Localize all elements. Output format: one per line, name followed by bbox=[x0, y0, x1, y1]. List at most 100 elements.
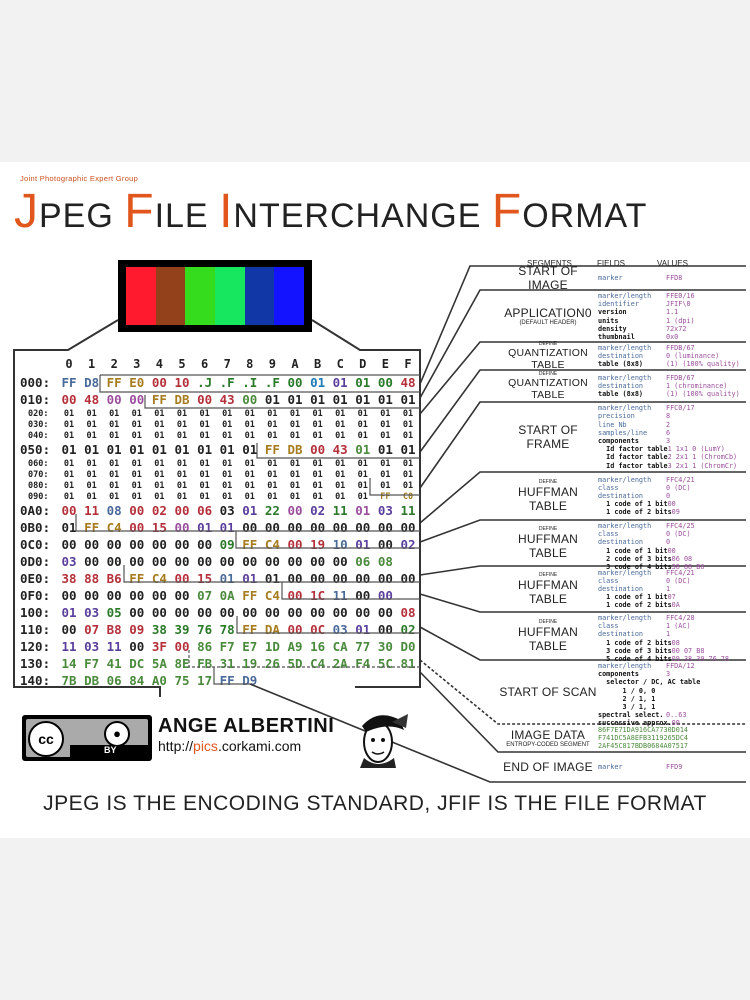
field-name: density bbox=[598, 324, 627, 333]
hex-byte: 00 bbox=[264, 605, 280, 620]
hex-byte: DB bbox=[287, 442, 303, 457]
hex-byte: 01 bbox=[199, 459, 210, 469]
hex-byte: 01 bbox=[335, 481, 346, 491]
hex-byte: 01 bbox=[400, 442, 416, 457]
hex-byte: 03 bbox=[219, 503, 235, 518]
field-name: 1 code of 2 bits bbox=[598, 508, 672, 517]
hex-byte: 01 bbox=[402, 459, 414, 469]
hex-byte: 38 bbox=[151, 622, 167, 637]
hex-byte: 01 bbox=[176, 492, 188, 502]
hex-byte: 00 bbox=[287, 375, 303, 390]
field-value: 0A bbox=[671, 601, 680, 610]
hex-byte: 38 bbox=[61, 571, 77, 586]
field-row: 1 code of 2 bits08 bbox=[598, 639, 729, 647]
hex-byte: 11 bbox=[61, 639, 77, 654]
hex-byte: 01 bbox=[86, 470, 97, 480]
hex-byte: 01 bbox=[199, 470, 210, 480]
title-part: PEG bbox=[39, 197, 125, 235]
hex-byte: B6 bbox=[106, 571, 122, 586]
field-row: 2 / 1, 1 bbox=[598, 695, 700, 703]
hex-byte: 00 bbox=[310, 554, 326, 569]
hex-byte: 09 bbox=[219, 537, 235, 552]
hex-byte: 01 bbox=[355, 442, 371, 457]
field-name: version bbox=[598, 308, 627, 317]
hex-byte: 01 bbox=[289, 481, 301, 491]
field-row: Id factor table3 2x1 1 (ChromCr) bbox=[598, 462, 737, 470]
field-value: 2 2x1 1 (ChromCb) bbox=[667, 453, 738, 462]
hex-byte: 01 bbox=[154, 409, 165, 419]
field-row: 1 code of 1 bit00 bbox=[598, 500, 695, 508]
hex-byte: 01 bbox=[335, 431, 346, 441]
hex-byte: 01 bbox=[357, 492, 368, 502]
hex-offset: 050: bbox=[20, 442, 51, 457]
hex-byte: 01 bbox=[176, 481, 188, 491]
hex-byte: 01 bbox=[86, 409, 97, 419]
field-row: F741DC5A8EFB3119265DC4 bbox=[598, 734, 688, 742]
field-name: spectral select. bbox=[598, 711, 664, 720]
hex-column-label: 9 bbox=[268, 357, 276, 371]
hex-byte: 01 bbox=[109, 409, 120, 419]
connector-lines bbox=[13, 319, 421, 697]
field-name: 1 code of 1 bit bbox=[598, 500, 668, 509]
hex-byte: 00 bbox=[151, 554, 167, 569]
hex-byte: 78 bbox=[219, 622, 235, 637]
field-value: JFIF\0 bbox=[666, 300, 691, 309]
field-name: marker/length bbox=[598, 568, 652, 577]
hex-byte: 01 bbox=[222, 470, 233, 480]
hex-byte: 01 bbox=[222, 431, 233, 441]
hex-byte: A0 bbox=[151, 673, 167, 688]
hex-byte: 01 bbox=[244, 481, 255, 491]
author-url[interactable]: http://pics.corkami.com bbox=[158, 738, 302, 754]
bottom-caption: JPEG IS THE ENCODING STANDARD, JFIF IS T… bbox=[43, 792, 707, 815]
hex-byte: 14 bbox=[61, 656, 77, 671]
hex-byte: 10 bbox=[174, 375, 190, 390]
hex-offset: 010: bbox=[20, 392, 51, 407]
field-value: FFDB/67 bbox=[666, 373, 695, 382]
hex-byte: 00 bbox=[287, 503, 303, 518]
hex-column-label: 1 bbox=[87, 357, 96, 371]
jfif-poster: Joint Photographic Expert Group JPEG FIL… bbox=[0, 162, 750, 838]
hex-byte: 01 bbox=[287, 392, 303, 407]
hex-byte: 03 bbox=[377, 503, 393, 518]
field-value: 6 bbox=[666, 428, 671, 437]
hex-byte: 01 bbox=[199, 431, 210, 441]
hex-byte: 00 bbox=[151, 537, 167, 552]
cc-icon: cc bbox=[28, 721, 64, 757]
hex-byte: 08 bbox=[377, 554, 393, 569]
hex-column-label: D bbox=[359, 357, 367, 371]
hex-byte: 00 bbox=[106, 554, 122, 569]
segment-name: IMAGE DATA bbox=[510, 728, 586, 742]
poster-subtitle: Joint Photographic Expert Group bbox=[20, 174, 139, 183]
hex-byte: 00 bbox=[174, 537, 190, 552]
field-value: 0 bbox=[666, 491, 671, 500]
hex-byte: 01 bbox=[129, 442, 145, 457]
field-name: 2 / 1, 1 bbox=[598, 694, 656, 703]
hex-byte: 3F bbox=[151, 639, 167, 654]
segment-label: APPLICATION0(DEFAULT HEADER) bbox=[498, 290, 598, 342]
hex-byte: 00 bbox=[197, 392, 213, 407]
field-row: 2 code of 3 bits06 08 bbox=[598, 555, 704, 563]
hex-byte: 00 bbox=[174, 639, 190, 654]
hex-byte: 01 bbox=[402, 409, 414, 419]
field-name: marker/length bbox=[598, 662, 652, 670]
field-name: table (8x8) bbox=[598, 360, 644, 369]
hex-byte: FF bbox=[61, 375, 77, 390]
hex-byte: 01 bbox=[176, 431, 188, 441]
field-name: 1 / 0, 0 bbox=[598, 686, 656, 695]
field-value: FFD9 bbox=[666, 762, 683, 771]
hex-byte: 01 bbox=[154, 420, 165, 430]
hex-byte: 00 bbox=[129, 605, 145, 620]
hex-byte: 01 bbox=[267, 431, 278, 441]
